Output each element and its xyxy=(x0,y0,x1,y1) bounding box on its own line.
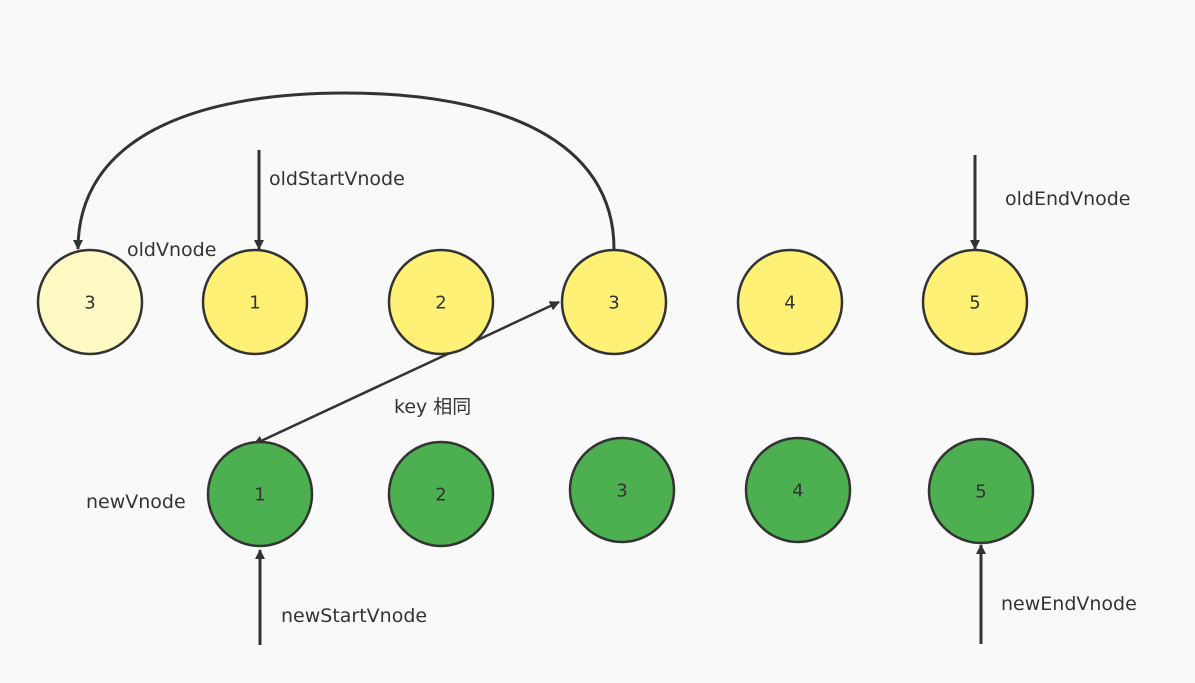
moved-node: 3 xyxy=(36,248,144,356)
old-node-circle xyxy=(201,248,309,356)
new-node-circle xyxy=(744,436,852,544)
new-node-label: 4 xyxy=(792,481,803,502)
old-node-label: 2 xyxy=(435,293,446,314)
move-arc-arrow xyxy=(73,91,616,250)
moved-node-circle xyxy=(36,248,144,356)
old-node-circle xyxy=(560,248,668,356)
old-node-label: 5 xyxy=(969,293,980,314)
new-end-label: newEndVnode xyxy=(1001,593,1137,615)
old-node-label: 1 xyxy=(249,293,260,314)
new-start-label: newStartVnode xyxy=(281,605,427,627)
new-node-1: 1 xyxy=(206,440,314,548)
old-node-circle xyxy=(736,248,844,356)
moved-node-label: 3 xyxy=(84,293,95,314)
new-node-2: 2 xyxy=(387,440,495,548)
new-node-circle xyxy=(206,440,314,548)
new-node-label: 3 xyxy=(616,481,627,502)
old-row-label: oldVnode xyxy=(127,239,216,261)
old-node-label: 4 xyxy=(784,293,795,314)
new-node-label: 2 xyxy=(435,485,446,506)
new-node-circle xyxy=(387,440,495,548)
new-node-label: 5 xyxy=(975,482,986,503)
new-node-5: 5 xyxy=(927,437,1035,545)
old-node-3: 3 xyxy=(560,248,668,356)
old-end-label: oldEndVnode xyxy=(1005,188,1131,210)
old-node-label: 3 xyxy=(608,293,619,314)
new-row-label: newVnode xyxy=(86,491,186,513)
old-node-1: 1 xyxy=(201,248,309,356)
new-node-circle xyxy=(568,436,676,544)
old-node-5: 5 xyxy=(921,248,1029,356)
old-node-4: 4 xyxy=(736,248,844,356)
old-node-2: 2 xyxy=(387,248,495,356)
new-node-circle xyxy=(927,437,1035,545)
new-node-4: 4 xyxy=(744,436,852,544)
old-node-circle xyxy=(921,248,1029,356)
key-match-arrow xyxy=(252,300,560,446)
old-start-label: oldStartVnode xyxy=(269,168,405,190)
new-node-label: 1 xyxy=(254,485,265,506)
key-same-label: key 相同 xyxy=(394,396,471,418)
new-node-3: 3 xyxy=(568,436,676,544)
old-node-circle xyxy=(387,248,495,356)
